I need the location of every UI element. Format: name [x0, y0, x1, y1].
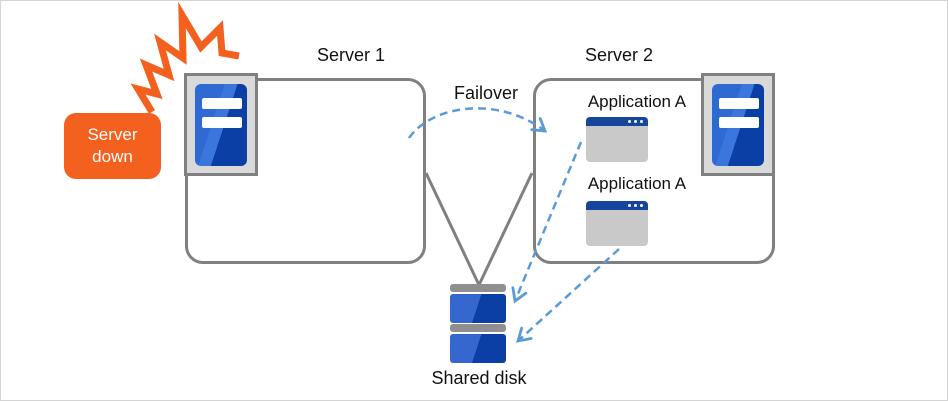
shared-disk-icon: [450, 284, 506, 364]
tower-slot-bar: [719, 98, 759, 109]
tower-slot-bar: [202, 98, 242, 109]
server1-to-disk-line: [424, 172, 481, 286]
server1-tower-icon: [184, 73, 258, 176]
server-down-callout: Server down: [64, 113, 161, 179]
app-window-titlebar: [586, 117, 648, 126]
server2-tower-icon: [701, 73, 775, 176]
app-window-icon: [586, 117, 648, 162]
server2-to-disk-line: [477, 172, 534, 286]
shock-burst-icon: [130, 1, 240, 114]
disk-segment: [450, 334, 506, 363]
disk-segment: [450, 294, 506, 323]
window-buttons-icon: [628, 120, 643, 123]
app-window-titlebar: [586, 201, 648, 210]
server-tower-icon: [712, 84, 764, 166]
application-a-label: Application A: [587, 92, 687, 111]
disk-cap: [450, 324, 506, 332]
shared-disk-label: Shared disk: [431, 368, 527, 388]
app2-to-disk-arrow: [516, 248, 620, 343]
tower-slot-bar: [202, 117, 242, 128]
server-down-label: Server down: [87, 124, 138, 166]
app1-to-disk-arrow: [511, 141, 583, 304]
application-a-label: Application A: [587, 174, 687, 193]
failover-label: Failover: [453, 83, 519, 103]
window-buttons-icon: [628, 204, 643, 207]
failover-arrow: [407, 107, 548, 139]
server1-label: Server 1: [316, 45, 386, 65]
server2-label: Server 2: [584, 45, 654, 65]
server-tower-icon: [195, 84, 247, 166]
app-window-icon: [586, 201, 648, 246]
tower-slot-bar: [719, 117, 759, 128]
disk-cap: [450, 284, 506, 292]
